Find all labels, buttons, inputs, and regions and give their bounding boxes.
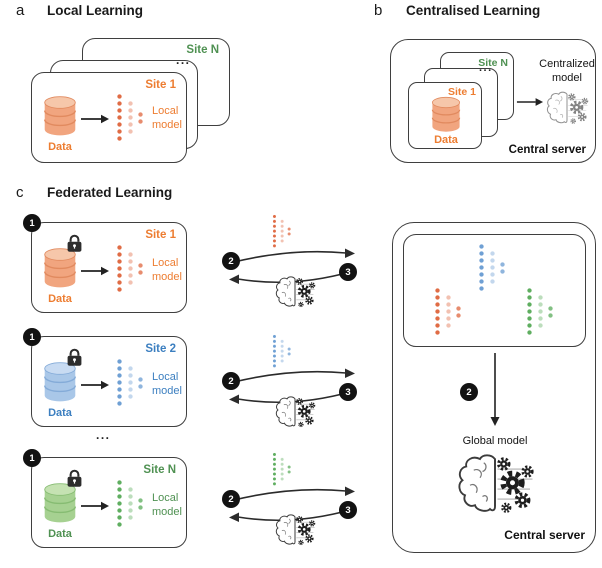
panel-a-title: Local Learning <box>47 3 144 18</box>
arrow-right-icon <box>80 500 110 512</box>
model-update-icon <box>272 452 292 487</box>
central-server-label: Central server <box>508 144 586 156</box>
panel-c-title: Federated Learning <box>47 185 173 200</box>
step-3-badge: 3 <box>339 501 357 519</box>
brain-gears-icon <box>274 512 316 548</box>
panel-c-ellipsis: ... <box>96 428 111 442</box>
arrow-right-icon <box>80 265 110 277</box>
data-label: Data <box>434 134 458 146</box>
exchange-site-1: 2 3 <box>222 214 362 326</box>
step-1-badge: 1 <box>23 328 41 346</box>
site-1-label: Site 1 <box>145 79 176 91</box>
neural-network-icon <box>116 244 144 293</box>
site-n-label: Site N <box>143 464 176 476</box>
step-3-badge: 3 <box>339 263 357 281</box>
step-2-badge: 2 <box>222 252 240 270</box>
step-1-badge: 1 <box>23 214 41 232</box>
panel-a-ellipsis: ... <box>176 53 191 67</box>
panel-b-ellipsis: ... <box>479 62 493 74</box>
neural-network-icon <box>116 93 144 142</box>
exchange-arrows <box>229 248 355 284</box>
site-1-card: 1 Site 1 Data Local model <box>23 214 187 313</box>
step-3-badge: 3 <box>339 383 357 401</box>
panel-b-site-1-card: Site 1 Data <box>408 82 482 149</box>
step-1-badge: 1 <box>23 449 41 467</box>
site-2-label: Site 2 <box>145 343 176 355</box>
local-model-label: Local model <box>152 492 182 519</box>
site-1-label: Site 1 <box>145 229 176 241</box>
global-model-label: Global model <box>462 435 528 447</box>
site-2-model-icon <box>478 243 506 292</box>
data-label: Data <box>48 407 72 419</box>
panel-b-title: Centralised Learning <box>406 3 541 18</box>
local-model-label: Local model <box>152 371 182 398</box>
data-label: Data <box>48 528 72 540</box>
arrow-right-icon <box>80 113 110 125</box>
site-2-card: 1 Site 2 Data Local model <box>23 328 187 427</box>
arrow-right-icon <box>516 96 544 108</box>
central-server-box: 2 Global model Central server <box>392 222 596 553</box>
brain-gears-icon <box>545 88 589 128</box>
panel-b-letter: b <box>374 2 383 19</box>
model-update-icon <box>272 334 292 369</box>
aggregate-arrow-down <box>490 353 500 426</box>
arrow-right-icon <box>80 379 110 391</box>
panel-a-site-1-card: Site 1 Data Local model <box>31 72 187 163</box>
panel-a-letter: a <box>16 2 25 19</box>
local-model-label: Local model <box>152 105 182 132</box>
exchange-site-2: 2 3 <box>222 334 362 446</box>
lock-icon <box>65 468 84 489</box>
neural-network-icon <box>116 479 144 528</box>
site-1-label: Site 1 <box>447 86 476 98</box>
exchange-site-n: 2 3 <box>222 452 362 564</box>
step-2-badge: 2 <box>222 372 240 390</box>
lock-icon <box>65 233 84 254</box>
site-1-model-icon <box>434 287 462 336</box>
lock-icon <box>65 347 84 368</box>
central-server-label: Central server <box>504 528 585 542</box>
centralized-model-label: Centralized model <box>539 58 595 85</box>
step-2-badge: 2 <box>222 490 240 508</box>
data-label: Data <box>48 293 72 305</box>
site-n-label: Site N <box>478 57 508 69</box>
aggregation-box <box>403 234 586 347</box>
site-n-card: 1 Site N Data Local model <box>23 449 187 548</box>
brain-gears-icon <box>274 394 316 430</box>
database-icon <box>42 95 78 137</box>
site-n-model-icon <box>526 287 554 336</box>
site-n-label: Site N <box>186 44 219 56</box>
database-icon <box>430 96 462 133</box>
brain-gears-icon <box>274 274 316 310</box>
step-2-badge: 2 <box>460 383 478 401</box>
data-label: Data <box>48 141 72 153</box>
neural-network-icon <box>116 358 144 407</box>
panel-c-letter: c <box>16 184 24 201</box>
brain-gears-icon <box>455 451 535 517</box>
local-model-label: Local model <box>152 257 182 284</box>
model-update-icon <box>272 214 292 249</box>
